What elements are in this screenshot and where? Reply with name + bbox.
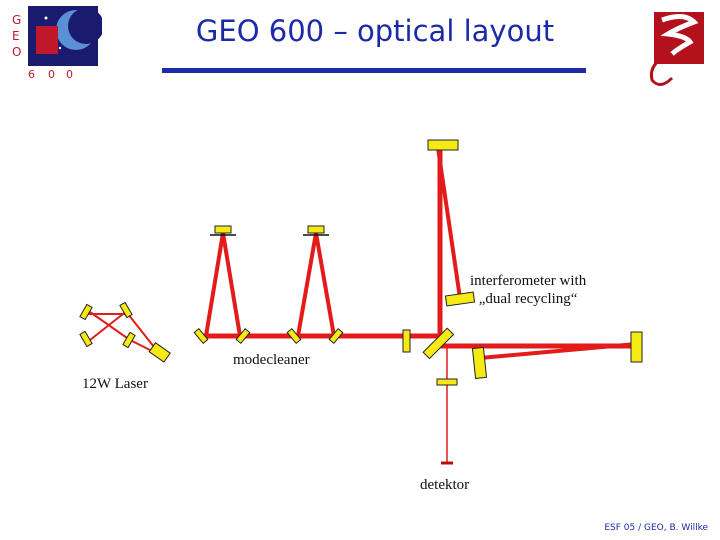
esf-logo-tail	[649, 52, 674, 86]
laser-mirror	[79, 330, 93, 348]
detector-label: detektor	[420, 477, 470, 493]
laser-cavity-beam	[89, 311, 131, 341]
slide-title: GEO 600 – optical layout	[195, 14, 555, 48]
modecleaner1-output-mirror	[235, 328, 251, 344]
interferometer-label-line2: „dual recycling“	[478, 291, 578, 307]
logo-red-block	[36, 26, 58, 54]
modecleaner2-end-mirror	[307, 225, 325, 234]
modecleaner1-beam-right	[221, 231, 242, 338]
modecleaner1-beam-left	[204, 231, 225, 338]
logo-planet-shadow	[68, 8, 102, 44]
east-near-mirror	[471, 346, 488, 379]
power-recycling-mirror	[402, 329, 411, 353]
modecleaner1-input-mirror	[193, 328, 209, 344]
north-far-mirror	[427, 139, 459, 151]
modecleaner2-beam-left	[296, 231, 318, 338]
laser-label: 12W Laser	[82, 376, 148, 392]
esf-logo-swirl	[660, 14, 699, 56]
laser-mirror	[119, 301, 133, 319]
north-near-mirror	[444, 291, 476, 307]
geo600-logo: G E O 6 0 0	[12, 6, 102, 81]
modecleaner-label: modecleaner	[233, 352, 310, 368]
slide-footer: ESF 05 / GEO, B. Willke	[604, 523, 708, 533]
laser-mirror	[79, 303, 93, 321]
laser-crystal	[148, 342, 171, 363]
logo-letter-g: G	[12, 13, 21, 27]
logo-digit-6: 6	[28, 68, 35, 81]
north-arm-fold-beam	[436, 146, 462, 300]
logo-letter-o: O	[12, 45, 21, 59]
modecleaner2-output-mirror	[328, 328, 344, 344]
modecleaner1-end-mirror	[214, 225, 232, 234]
laser-mirror	[122, 331, 136, 349]
beam-splitter	[422, 327, 455, 360]
logo-star	[44, 16, 48, 20]
modecleaner2-input-mirror	[286, 328, 302, 344]
esf-logo	[649, 12, 704, 86]
logo-digit-0: 0	[48, 68, 55, 81]
east-arm-fold-beam	[478, 342, 638, 360]
interferometer-label: interferometer with „dual recycling“	[470, 272, 586, 308]
east-far-mirror	[630, 331, 643, 363]
logo-digit-0b: 0	[66, 68, 73, 81]
logo-star	[58, 46, 62, 50]
modecleaner2-beam-right	[314, 231, 336, 338]
title-underline	[162, 68, 586, 73]
logo-letter-e: E	[12, 29, 20, 43]
interferometer-label-line1: interferometer with	[470, 273, 587, 289]
signal-recycling-mirror	[436, 378, 458, 386]
